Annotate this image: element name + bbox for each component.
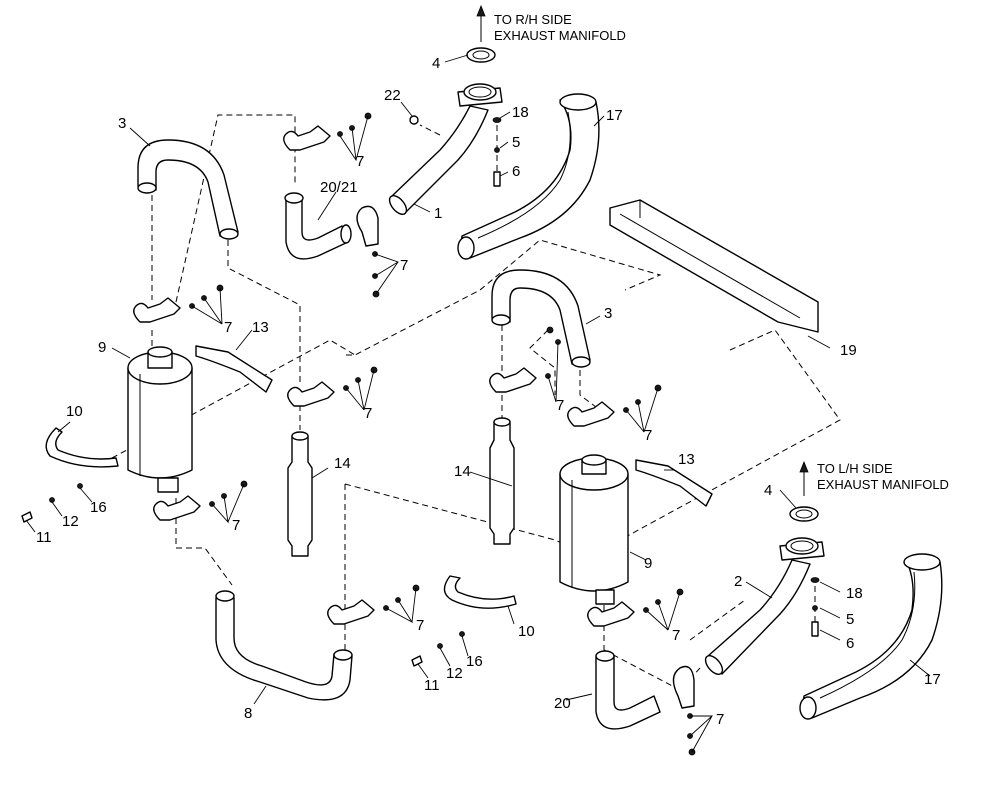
callout-9-right: 9 — [644, 555, 652, 572]
u-clamp-assembly-3 — [133, 284, 224, 323]
muffler-strap-left — [45, 427, 119, 468]
manifold-seal-rh — [466, 47, 496, 63]
callout-10-left: 10 — [66, 403, 83, 420]
callout-6-rh: 6 — [512, 163, 520, 180]
callout-16-left: 16 — [90, 499, 107, 516]
callout-3-right: 3 — [604, 305, 612, 322]
callout-7-j: 7 — [716, 711, 724, 728]
callout-11-left: 11 — [36, 529, 52, 546]
callout-7-d: 7 — [364, 405, 372, 422]
callout-4-rh: 4 — [432, 55, 440, 72]
callout-14-right: 14 — [454, 463, 471, 480]
u-clamp-assembly-1 — [283, 112, 372, 151]
rh-manifold-note-line2: EXHAUST MANIFOLD — [494, 28, 626, 43]
tailpipe-elbow-right — [491, 269, 591, 368]
callout-12-left: 12 — [62, 513, 79, 530]
callout-7-g: 7 — [232, 517, 240, 534]
crossover-pipe — [215, 590, 353, 701]
u-clamp-assembly-2 — [356, 205, 380, 298]
callout-10-right: 10 — [518, 623, 535, 640]
muffler-strap-right — [443, 575, 517, 609]
callout-13-left: 13 — [252, 319, 269, 336]
u-clamp-assembly-7 — [153, 480, 248, 521]
u-clamp-assembly-6 — [567, 384, 662, 427]
resonator-left — [287, 431, 313, 557]
callout-7-a: 7 — [356, 153, 364, 170]
elbow-pipe-20-21 — [284, 192, 352, 260]
heat-shield-lower — [799, 553, 943, 720]
callout-9-left: 9 — [98, 339, 106, 356]
front-exhaust-pipe-lh — [704, 537, 825, 675]
strap-hardware-left — [21, 483, 83, 523]
callout-18-lh: 18 — [846, 585, 863, 602]
muffler-left — [127, 346, 193, 493]
callout-19: 19 — [840, 342, 857, 359]
hanger-bracket-right — [635, 459, 713, 507]
callout-3-left: 3 — [118, 115, 126, 132]
callout-5-lh: 5 — [846, 611, 854, 628]
callout-20-21: 20/21 — [320, 179, 358, 196]
hanger-bracket-left — [195, 345, 273, 393]
callout-20: 20 — [554, 695, 571, 712]
elbow-pipe-20 — [595, 650, 661, 730]
callout-labels: 4 22 18 5 6 17 1 3 20/21 7 7 7 9 13 10 7… — [36, 55, 941, 728]
callout-7-h: 7 — [416, 617, 424, 634]
u-clamp-assembly-10 — [672, 665, 696, 756]
lh-manifold-note-line2: EXHAUST MANIFOLD — [817, 477, 949, 492]
hardware-stack-lh — [810, 577, 820, 637]
callout-17-upper: 17 — [606, 107, 623, 124]
callout-7-e: 7 — [556, 397, 564, 414]
tailpipe-elbow-upper-left — [137, 139, 239, 240]
callout-22: 22 — [384, 87, 401, 104]
callout-7-b: 7 — [400, 257, 408, 274]
callout-18-rh: 18 — [512, 104, 529, 121]
callout-8: 8 — [244, 705, 252, 722]
rh-manifold-arrow — [476, 4, 486, 42]
callout-7-c: 7 — [224, 319, 232, 336]
lh-manifold-note-line1: TO L/H SIDE — [817, 461, 893, 476]
callout-17-lower: 17 — [924, 671, 941, 688]
resonator-right — [489, 417, 515, 545]
u-clamp-assembly-5 — [489, 326, 561, 393]
callout-4-lh: 4 — [764, 482, 772, 499]
manifold-seal-lh — [789, 506, 819, 522]
u-clamp-assembly-4 — [287, 366, 378, 407]
hardware-stack-rh — [409, 115, 502, 187]
callout-7-f: 7 — [644, 427, 652, 444]
u-clamp-assembly-9 — [587, 588, 684, 627]
callout-1: 1 — [434, 205, 442, 222]
muffler-right — [559, 454, 629, 605]
callout-11-right: 11 — [424, 677, 440, 694]
support-crossmember — [609, 199, 819, 333]
callout-5-rh: 5 — [512, 134, 520, 151]
callout-14-left: 14 — [334, 455, 351, 472]
callout-6-lh: 6 — [846, 635, 854, 652]
callout-13-right: 13 — [678, 451, 695, 468]
callout-leaders — [25, 54, 931, 753]
callout-2: 2 — [734, 573, 742, 590]
callout-12-right: 12 — [446, 665, 463, 682]
callout-7-i: 7 — [672, 627, 680, 644]
callout-16-right: 16 — [466, 653, 483, 670]
lh-manifold-arrow — [799, 460, 809, 496]
front-exhaust-pipe-rh — [388, 83, 503, 215]
strap-hardware-right — [411, 631, 465, 667]
rh-manifold-note-line1: TO R/H SIDE — [494, 12, 572, 27]
heat-shield-upper — [457, 93, 600, 260]
